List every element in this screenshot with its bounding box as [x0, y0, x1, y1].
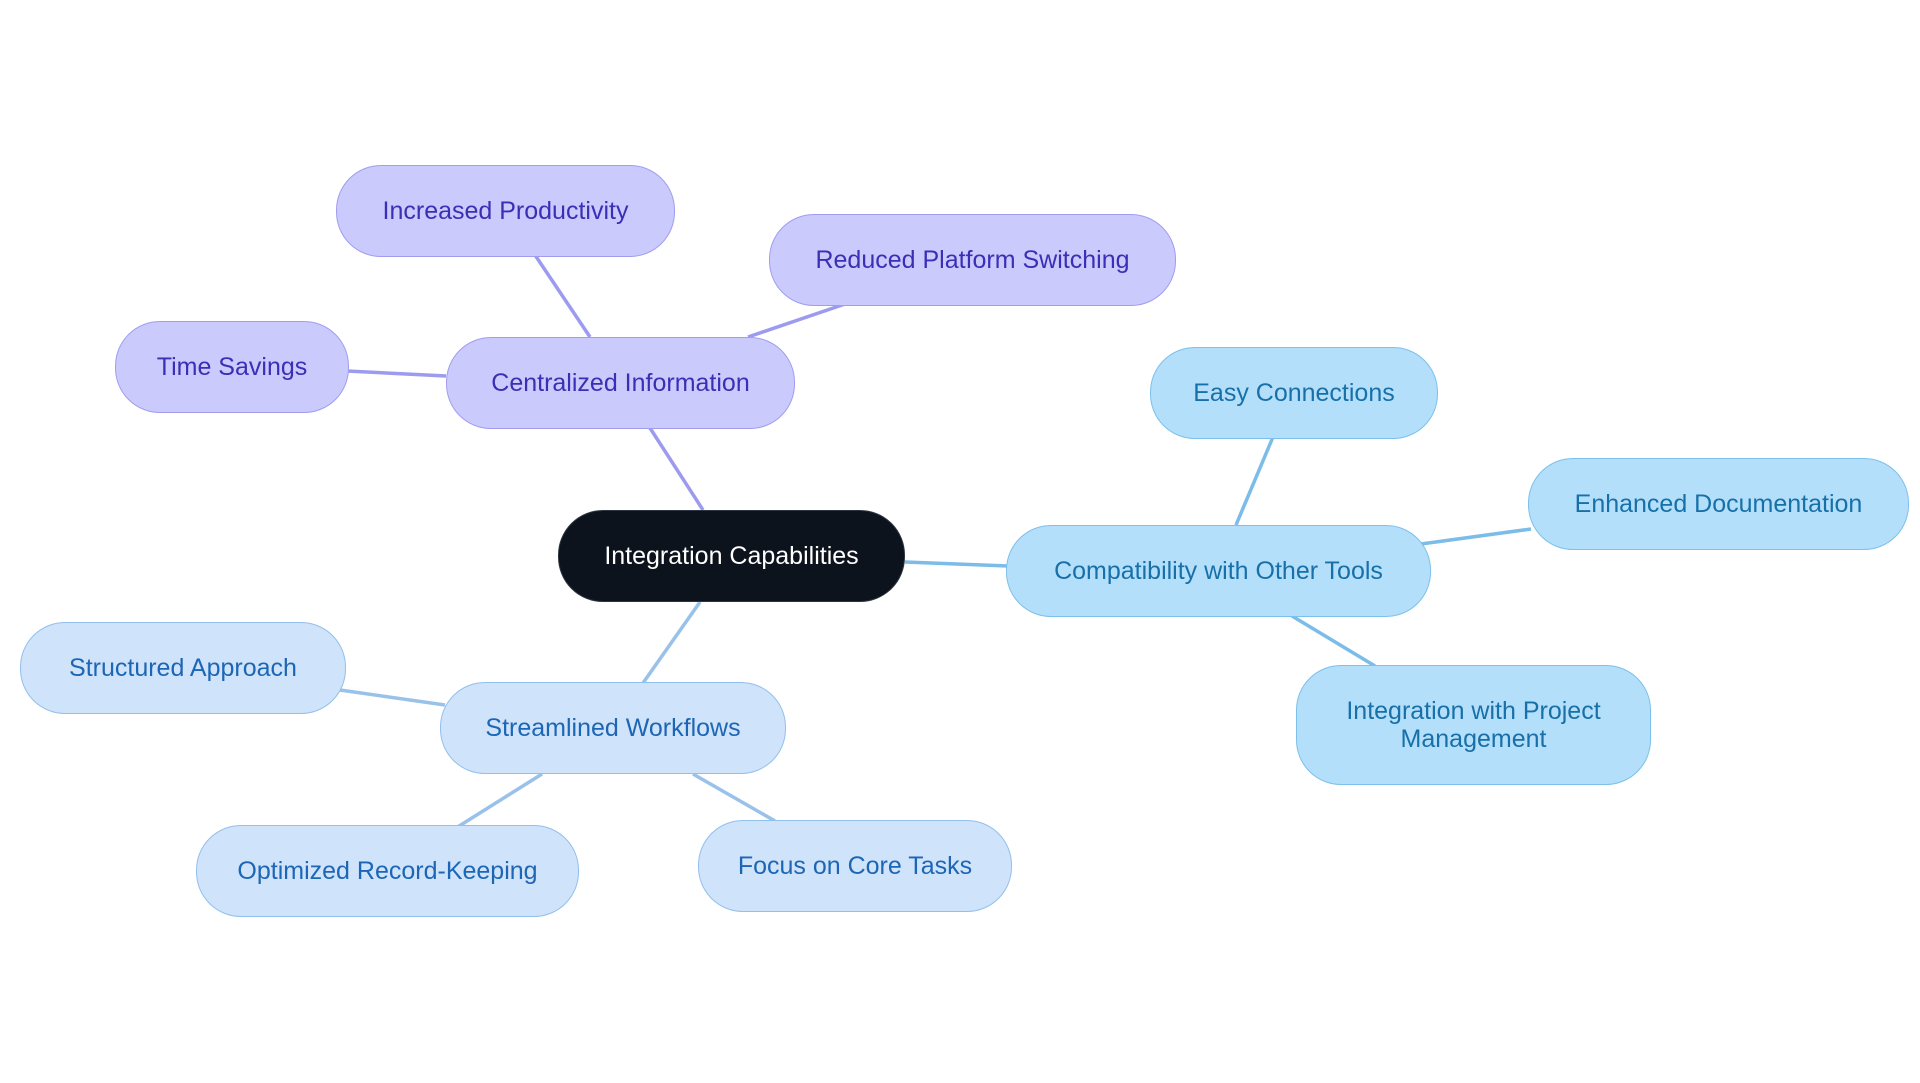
edge-centralized-switching	[747, 302, 846, 339]
enhanced-documentation-node[interactable]: Enhanced Documentation	[1528, 458, 1909, 550]
edge-centralized-productivity	[533, 254, 592, 338]
integration-project-management-node[interactable]: Integration with Project Management	[1296, 665, 1651, 785]
edge-compatibility-easy	[1234, 436, 1275, 526]
compatibility-label: Compatibility with Other Tools	[1054, 557, 1383, 585]
root-node[interactable]: Integration Capabilities	[558, 510, 905, 602]
edge-compatibility-documentation	[1420, 527, 1532, 546]
optimized-record-keeping-node[interactable]: Optimized Record-Keeping	[196, 825, 579, 917]
focus-core-tasks-node[interactable]: Focus on Core Tasks	[698, 820, 1012, 912]
edge-root-compatibility	[904, 560, 1009, 568]
edge-centralized-timesavings	[346, 369, 447, 378]
increased-productivity-label: Increased Productivity	[382, 197, 629, 225]
centralized-information-label: Centralized Information	[491, 369, 750, 397]
time-savings-label: Time Savings	[156, 353, 308, 381]
streamlined-workflows-node[interactable]: Streamlined Workflows	[440, 682, 786, 774]
edge-streamlined-structured	[339, 688, 446, 707]
edge-root-centralized	[648, 427, 705, 511]
compatibility-node[interactable]: Compatibility with Other Tools	[1006, 525, 1431, 617]
optimized-record-keeping-label: Optimized Record-Keeping	[237, 857, 538, 885]
increased-productivity-node[interactable]: Increased Productivity	[336, 165, 675, 257]
structured-approach-label: Structured Approach	[69, 654, 297, 682]
easy-connections-label: Easy Connections	[1193, 379, 1395, 407]
structured-approach-node[interactable]: Structured Approach	[20, 622, 346, 714]
edge-streamlined-coretasks	[692, 772, 776, 823]
edge-compatibility-project	[1291, 614, 1376, 668]
reduced-platform-switching-node[interactable]: Reduced Platform Switching	[769, 214, 1176, 306]
centralized-information-node[interactable]: Centralized Information	[446, 337, 795, 429]
root-node-label: Integration Capabilities	[604, 542, 859, 570]
enhanced-documentation-label: Enhanced Documentation	[1574, 490, 1863, 518]
reduced-platform-switching-label: Reduced Platform Switching	[815, 246, 1130, 274]
edge-root-streamlined	[641, 600, 702, 685]
focus-core-tasks-label: Focus on Core Tasks	[737, 852, 973, 880]
streamlined-workflows-label: Streamlined Workflows	[485, 714, 741, 742]
edge-streamlined-recordkeeping	[455, 772, 543, 830]
integration-project-management-label: Integration with Project Management	[1346, 697, 1601, 753]
easy-connections-node[interactable]: Easy Connections	[1150, 347, 1438, 439]
time-savings-node[interactable]: Time Savings	[115, 321, 349, 413]
